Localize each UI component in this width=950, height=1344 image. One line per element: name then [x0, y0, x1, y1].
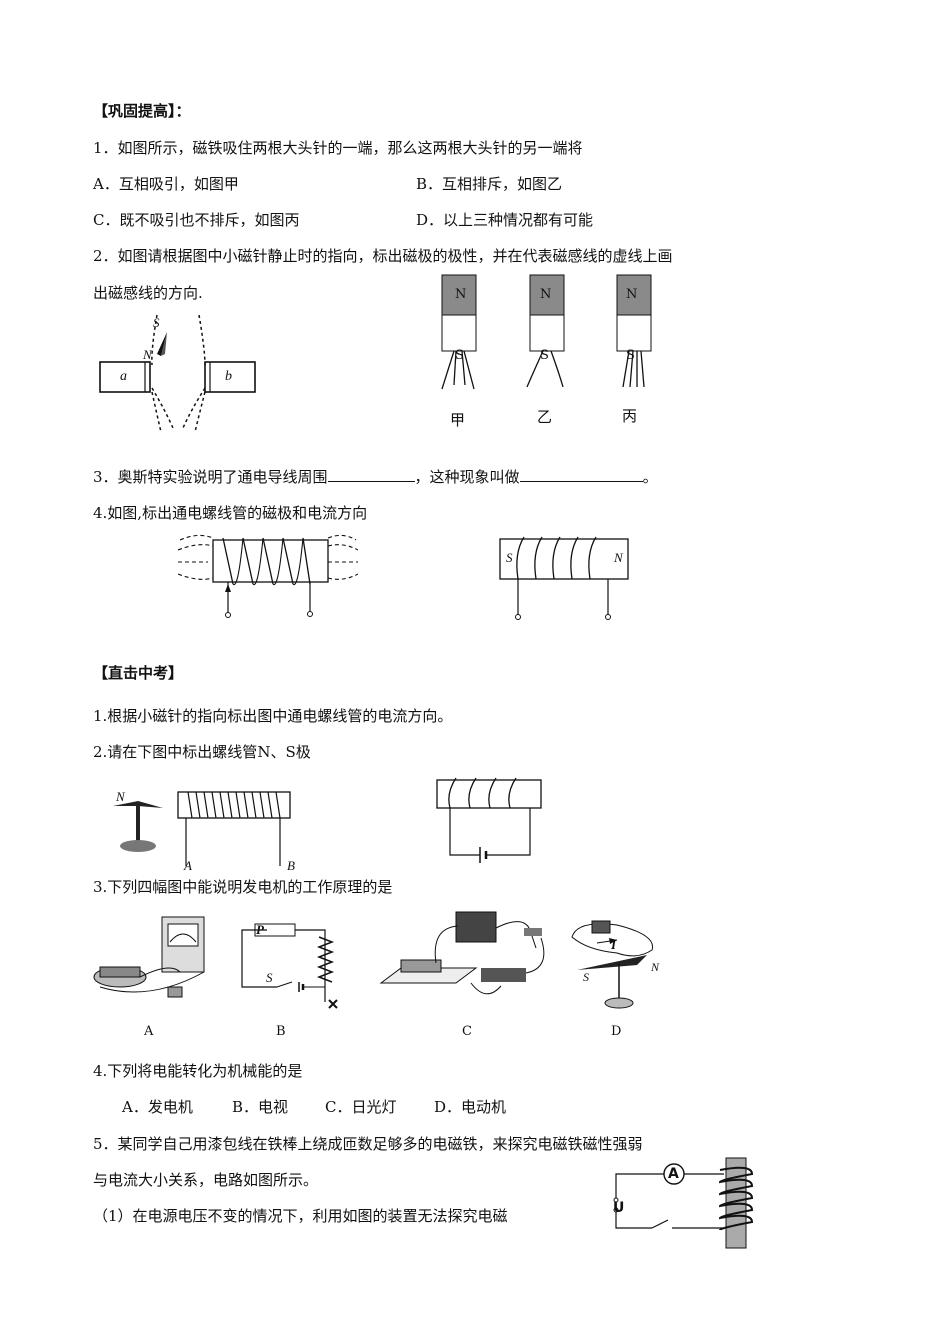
q4-solenoid-left [178, 534, 358, 618]
q1-option-c: C．既不吸引也不排斥，如图丙 [93, 211, 300, 229]
q3-part1: 3．奥斯特实验说明了通电导线周围 [93, 468, 328, 486]
exam-q3-figure-b [241, 923, 338, 1009]
q3-line: 3．奥斯特实验说明了通电导线周围 ，这种现象叫做 。 [93, 467, 658, 487]
q2-stem-line2: 出磁感线的方向. [93, 284, 203, 302]
exam-q3-d-s: S [583, 970, 589, 984]
exam-q2-terminal-b: B [287, 858, 295, 873]
q2-needle-s-label: S [153, 315, 160, 330]
q2-magnet-b-label: b [225, 369, 232, 384]
exam-q5-line1: 5．某同学自己用漆包线在铁棒上绕成匝数足够多的电磁铁，来探究电磁铁磁性强弱 [93, 1135, 643, 1153]
q2-stem-line1: 2．如图请根据图中小磁针静止时的指向，标出磁极的极性，并在代表磁感线的虚线上画 [93, 247, 673, 265]
q1-option-d: D．以上三种情况都有可能 [416, 211, 594, 229]
exam-q3-label-b: B [276, 1024, 286, 1039]
q3-blank-2[interactable] [519, 467, 643, 482]
q1-label-bing: 丙 [622, 407, 638, 425]
exam-q5-line2: 与电流大小关系，电路如图所示。 [93, 1171, 319, 1189]
exam-q3-d-n: N [651, 960, 660, 974]
q1-option-a: A．互相吸引，如图甲 [93, 175, 239, 193]
section-heading-consolidate: 【巩固提高】： [93, 102, 191, 120]
exam-q3-label-a: A [144, 1024, 154, 1039]
exam-q3-figure-d [571, 920, 654, 1009]
exam-q2-figure-right [436, 777, 542, 863]
exam-q2-stem: 2.请在下图中标出螺线管N、S极 [93, 743, 311, 761]
q4-solenoid-right [499, 536, 629, 620]
q3-part2: ，这种现象叫做 [414, 468, 520, 486]
exam-q3-stem: 3.下列四幅图中能说明发电机的工作原理的是 [93, 878, 393, 896]
exam-q2-terminal-a: A [184, 858, 192, 873]
q4-stem: 4.如图,标出通电螺线管的磁极和电流方向 [93, 504, 368, 522]
exam-q4-option-d: D．电动机 [434, 1098, 507, 1116]
exam-q4-option-b: B．电视 [232, 1098, 289, 1116]
q2-magnet-a-label: a [120, 369, 127, 384]
q1-label-jia: 甲 [450, 411, 466, 429]
q1-figure-yi [525, 273, 565, 393]
q2-magnet-figure [99, 314, 256, 433]
exam-q3-figure-c [379, 911, 545, 995]
q1-yi-n: N [540, 287, 552, 302]
q1-bing-s: S [626, 348, 635, 363]
q1-yi-s: S [540, 348, 549, 363]
exam-q5-ammeter-label: A [668, 1166, 679, 1182]
q1-stem: 1．如图所示，磁铁吸住两根大头针的一端，那么这两根大头针的另一端将 [93, 139, 583, 157]
exam-q3-b-p: P [256, 922, 264, 937]
section-heading-exam: 【直击中考】 [93, 664, 184, 682]
q4-pole-s: S [506, 550, 513, 565]
q1-figure-bing [612, 273, 652, 393]
q1-figure-jia [440, 273, 480, 393]
exam-q5-source-label: U [613, 1200, 625, 1216]
exam-q5-circuit [613, 1157, 754, 1249]
q1-label-yi: 乙 [537, 408, 553, 426]
exam-q3-figure-a [93, 916, 205, 998]
exam-q3-d-i: I [611, 937, 617, 952]
q1-jia-s: S [455, 348, 464, 363]
q1-option-b: B．互相排斥，如图乙 [416, 175, 563, 193]
exam-q3-label-c: C [462, 1024, 472, 1039]
exam-q2-needle-n: N [116, 789, 125, 804]
q3-blank-1[interactable] [327, 467, 415, 482]
exam-q4-option-c: C．日光灯 [325, 1098, 397, 1116]
q2-needle-n-label: N [143, 347, 152, 362]
exam-q1-stem: 1.根据小磁针的指向标出图中通电螺线管的电流方向。 [93, 707, 453, 725]
q1-bing-n: N [626, 287, 638, 302]
exam-q4-option-a: A．发电机 [122, 1098, 193, 1116]
q3-part3: 。 [642, 468, 658, 486]
exam-q4-stem: 4.下列将电能转化为机械能的是 [93, 1062, 303, 1080]
exam-q3-label-d: D [611, 1024, 622, 1039]
q1-jia-n: N [455, 287, 467, 302]
exam-q3-b-s: S [266, 970, 273, 985]
exam-q2-figure-left [113, 791, 291, 866]
q4-pole-n: N [614, 550, 623, 565]
exam-q5-line3: （1）在电源电压不变的情况下，利用如图的装置无法探究电磁 [93, 1207, 508, 1225]
